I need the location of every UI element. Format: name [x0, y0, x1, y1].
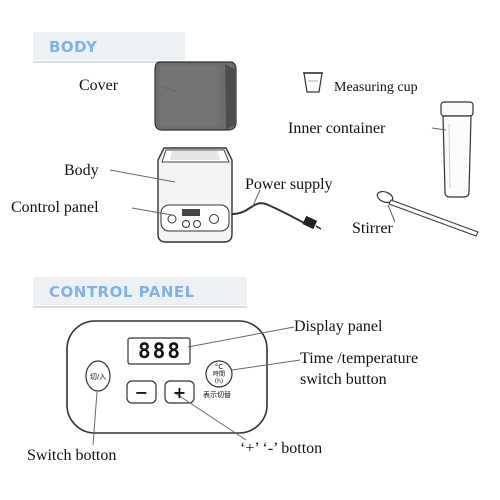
- leader-lines-body: [109, 85, 447, 223]
- label-control-panel: Control panel: [11, 199, 99, 216]
- display-panel-readout: 888: [138, 339, 182, 363]
- section-title-control-panel: CONTROL PANEL: [33, 277, 247, 308]
- label-body: Body: [64, 162, 99, 179]
- time-temp-switch-button[interactable]: °C 時間 (h): [206, 361, 232, 387]
- power-switch-label: 切/入: [89, 373, 107, 381]
- label-switch-button: Switch botton: [27, 447, 117, 464]
- plus-button[interactable]: +: [165, 381, 194, 403]
- label-stirrer: Stirrer: [352, 220, 393, 237]
- label-measuring-cup: Measuring cup: [334, 80, 418, 95]
- leader-lines-panel: [92, 326, 301, 446]
- label-cover: Cover: [79, 77, 119, 94]
- section-title-body-text: BODY: [49, 38, 98, 56]
- plus-icon: +: [172, 382, 187, 402]
- section-title-body: BODY: [33, 32, 185, 63]
- section-divider: [33, 306, 247, 308]
- cover-illustration: [154, 61, 237, 131]
- body-illustration: [157, 147, 233, 243]
- section-title-control-panel-text: CONTROL PANEL: [49, 283, 195, 301]
- power-switch-button[interactable]: 切/入: [86, 364, 110, 390]
- minus-button[interactable]: −: [127, 381, 156, 403]
- measuring-cup-illustration: [303, 72, 323, 93]
- switch-hours-unit: (h): [214, 378, 224, 385]
- stirrer-illustration: [376, 190, 479, 237]
- section-divider: [33, 61, 185, 63]
- inner-container-illustration: [440, 101, 474, 198]
- label-power-supply: Power supply: [245, 176, 333, 193]
- minus-icon: −: [134, 382, 149, 402]
- power-cord-illustration: [231, 202, 322, 230]
- label-display-panel: Display panel: [294, 318, 383, 335]
- label-inner-container: Inner container: [288, 120, 386, 137]
- label-time-temp-line2: switch button: [300, 371, 387, 388]
- control-panel-illustration: [66, 320, 268, 434]
- switch-hours-label: 時間: [212, 371, 225, 378]
- label-time-temp-line1: Time /temperature: [300, 350, 419, 367]
- thermometer-icon: °C: [214, 363, 224, 371]
- label-plus-minus-button: ‘+’ ‘-’ botton: [240, 440, 323, 457]
- switch-caption: 表示切替: [203, 391, 231, 399]
